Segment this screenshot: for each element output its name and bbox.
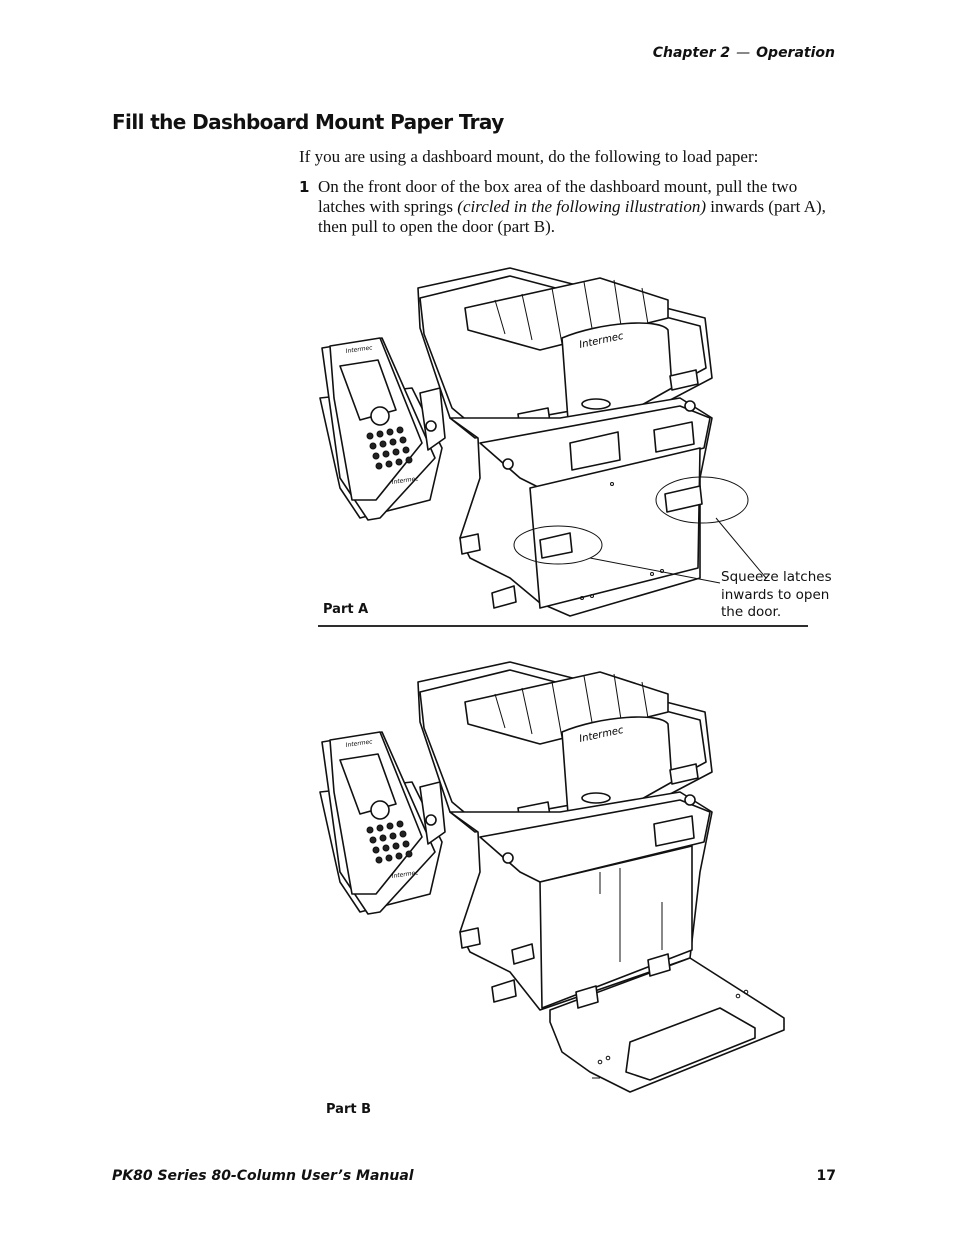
- step-text-after: inwards (part A), then pull to open the …: [318, 197, 826, 236]
- footer-page-number: 17: [816, 1168, 836, 1184]
- mount-box-illustration: [449, 397, 713, 617]
- step-1: 1 On the front door of the box area of t…: [299, 177, 844, 237]
- chapter-label: Chapter 2: [652, 45, 731, 61]
- page-title: Fill the Dashboard Mount Paper Tray: [112, 110, 504, 134]
- figure-b-label: Part B: [326, 1102, 372, 1117]
- brand-mark-handheld-top: Intermec: [345, 344, 373, 355]
- latch-callout-text: Squeeze latches inwards to open the door…: [721, 569, 832, 620]
- section-label: Operation: [756, 45, 835, 61]
- footer-manual-title: PK80 Series 80-Column User’s Manual: [112, 1168, 414, 1184]
- step-text: On the front door of the box area of the…: [318, 177, 844, 237]
- handheld-device-illustration: Intermec Intermec: [319, 337, 446, 521]
- figure-a-label: Part A: [323, 602, 369, 617]
- handheld-device-illustration-b: Intermec Intermec: [319, 731, 446, 915]
- brand-mark-handheld-top-b: Intermec: [345, 738, 373, 749]
- running-header: Chapter 2 — Operation: [653, 45, 835, 61]
- figure-part-b: Intermec Intermec Intermec: [319, 661, 785, 1093]
- printer-illustration-b: Intermec: [417, 661, 713, 833]
- brand-mark-handheld-bottom-b: Intermec: [391, 869, 419, 880]
- printer-illustration: Intermec: [417, 267, 713, 439]
- intro-paragraph: If you are using a dashboard mount, do t…: [299, 147, 759, 166]
- step-number: 1: [299, 178, 310, 196]
- mount-box-open-illustration: [449, 791, 785, 1093]
- step-text-before: On the front door of the box area of the…: [318, 177, 798, 216]
- header-dash: —: [736, 45, 751, 61]
- latch-callout-marks: [513, 476, 767, 584]
- brand-mark-handheld-bottom: Intermec: [391, 475, 419, 486]
- step-text-italic: (circled in the following illustration): [457, 197, 706, 216]
- figure-part-a: Intermec Intermec Intermec: [318, 267, 808, 627]
